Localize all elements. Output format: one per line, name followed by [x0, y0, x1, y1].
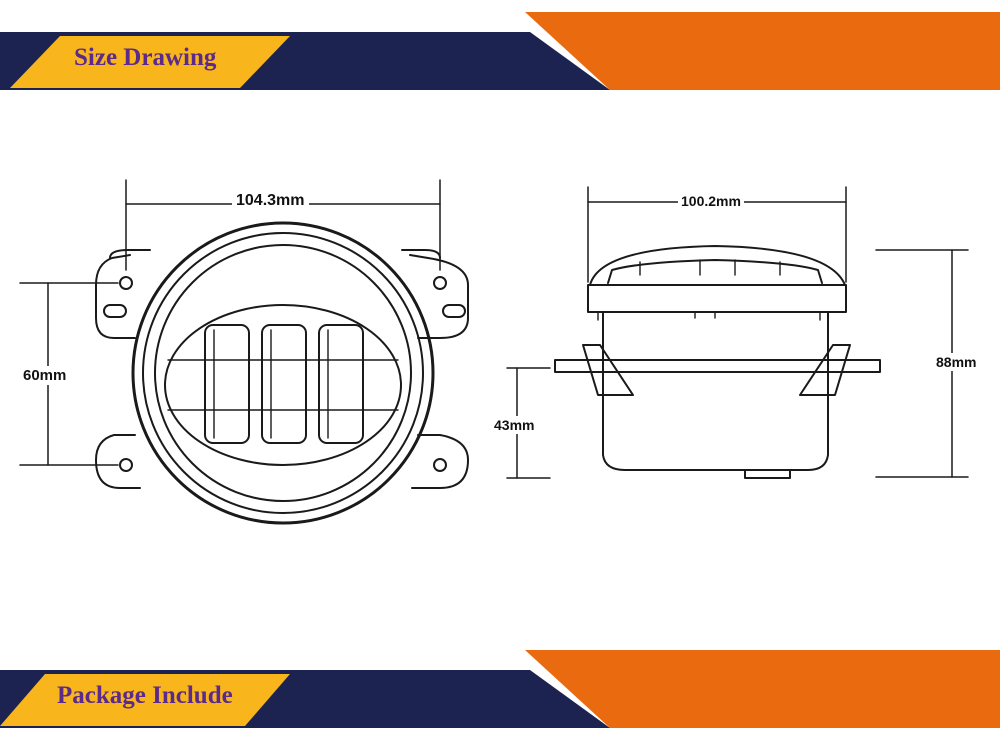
lamp-body [602, 311, 829, 471]
side-width-label: 100.2mm [678, 194, 744, 208]
led-pod-center [261, 324, 307, 444]
reflector-ellipse [164, 304, 402, 466]
lens-inner [607, 259, 823, 284]
side-flange [554, 359, 881, 373]
front-bezel [587, 284, 847, 313]
led-pod-left [204, 324, 250, 444]
side-depth-label: 43mm [492, 416, 537, 434]
front-dimensions [19, 179, 441, 466]
size-drawing-banner: Size Drawing [0, 0, 1000, 100]
technical-drawing: 104.3mm 60mm 100.2mm 88mm 43mm [0, 100, 1000, 640]
outer-ring [131, 221, 435, 525]
size-drawing-title: Size Drawing [74, 44, 217, 71]
side-height-label: 88mm [934, 353, 979, 371]
front-view [95, 221, 469, 525]
side-view [554, 245, 881, 479]
led-pod-details [167, 329, 399, 439]
bezel-screws [597, 311, 821, 321]
bolt-hole-bottom-right [433, 458, 447, 472]
flange-right-bracket [799, 344, 851, 396]
banner-background [0, 650, 1000, 728]
top-left-ear [109, 249, 151, 259]
middle-ring [142, 232, 424, 514]
banner-background [0, 12, 1000, 90]
flange-left-bracket [582, 344, 634, 396]
bolt-hole-top-left [119, 276, 133, 290]
package-include-title: Package Include [57, 682, 233, 709]
bolt-hole-top-right [433, 276, 447, 290]
lens-ribs [639, 259, 781, 276]
mounting-flange [95, 254, 469, 489]
lens-dome [589, 245, 846, 286]
package-include-banner: Package Include [0, 640, 1000, 751]
inner-ring [154, 244, 412, 502]
left-slot [103, 304, 127, 318]
front-width-label: 104.3mm [232, 193, 309, 209]
led-pod-right [318, 324, 364, 444]
side-dimensions [506, 186, 969, 479]
base-connector [744, 469, 791, 479]
fog-light-drawing [19, 179, 969, 525]
right-slot [442, 304, 466, 318]
bolt-hole-bottom-left [119, 458, 133, 472]
front-hole-spacing-label: 60mm [21, 366, 69, 385]
